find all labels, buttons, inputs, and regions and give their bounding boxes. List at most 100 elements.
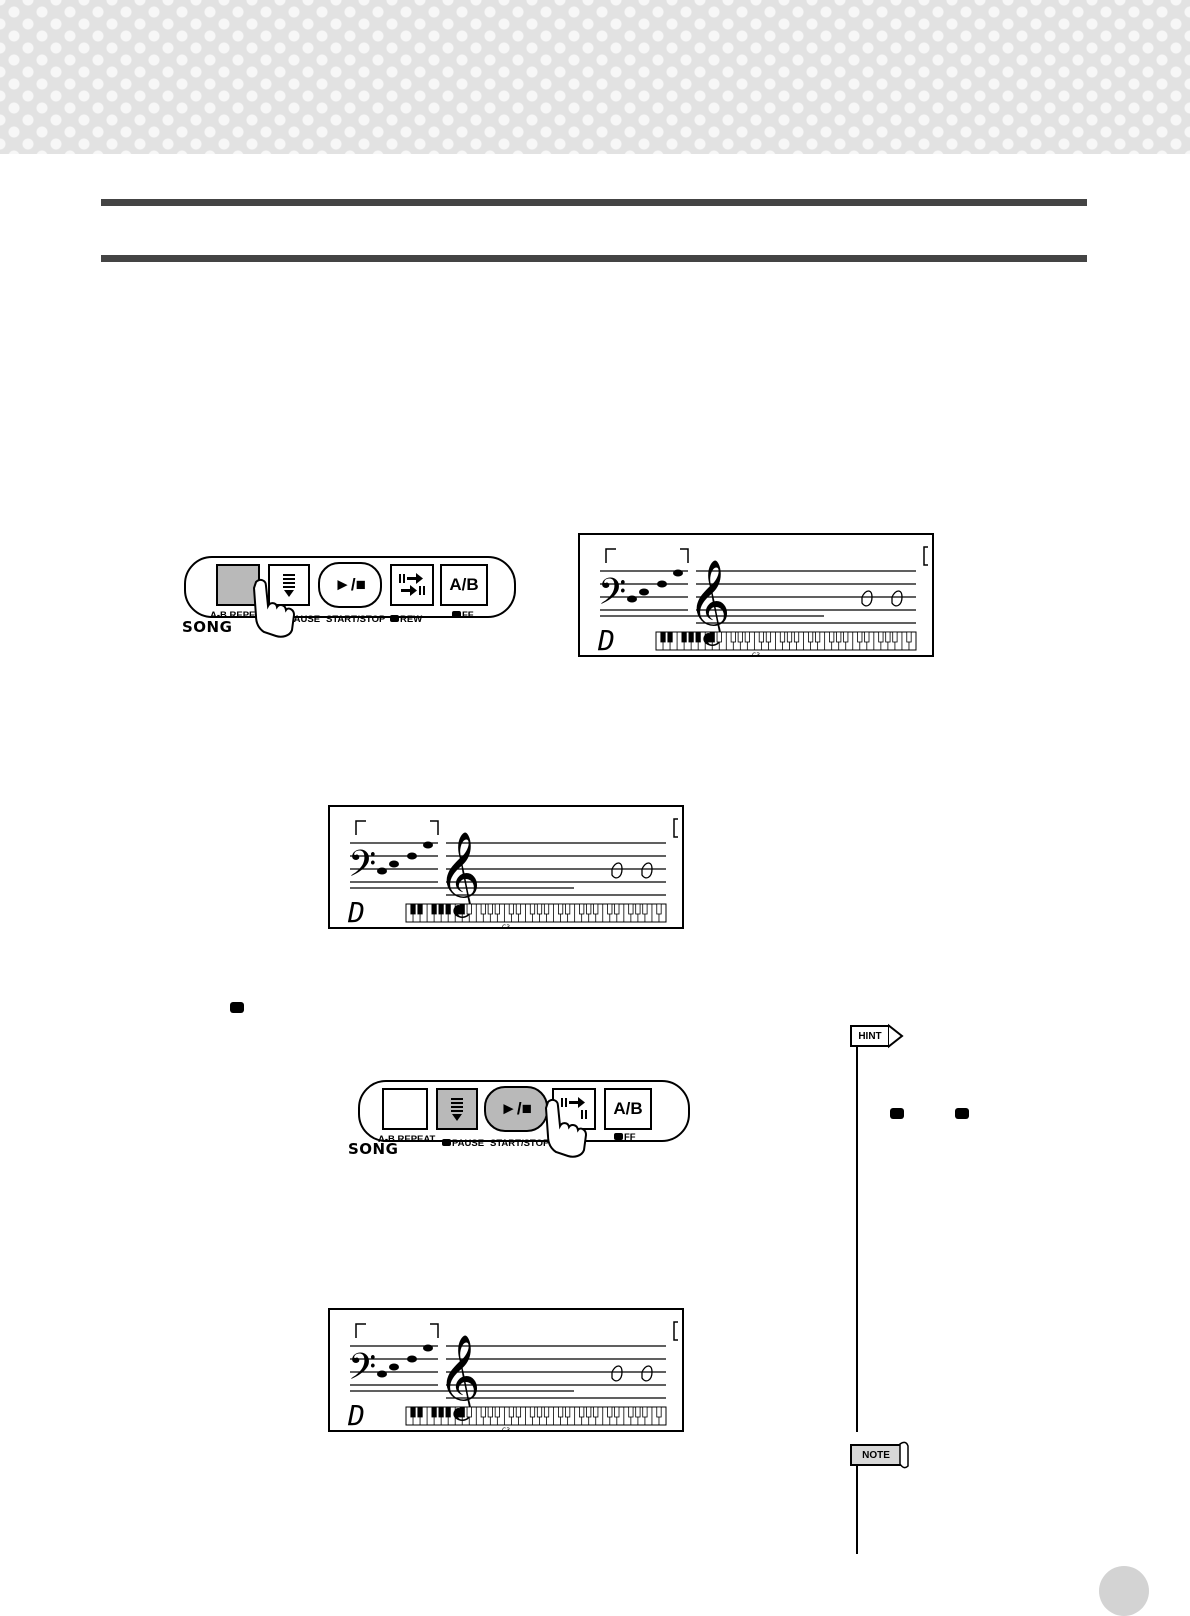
ab-button[interactable]: A/B [604,1088,652,1130]
pause-lines-icon [283,574,295,597]
black-key [579,1406,585,1418]
black-key [543,903,550,915]
lcd-display-2: 𝄢 𝄞 C3 D [328,805,684,931]
play-stop-icon: ►/■ [334,575,366,594]
lcd-graphics: 𝄢 𝄞 C3 [348,1321,678,1434]
svg-text:𝄞: 𝄞 [688,558,731,646]
black-key [529,1406,536,1418]
lcd-digit: D [348,1399,365,1432]
ab-repeat-label: A-B REPE [210,610,256,621]
black-key [786,631,793,643]
song-control-panel-2: ►/■ A/B A-B REPEAT PAUSE START/STOP FF S… [348,1072,690,1164]
page-number-circle [1099,1566,1149,1616]
black-key [635,1406,641,1418]
ab-button[interactable]: A/B [440,564,488,606]
black-key [878,631,884,643]
black-key [515,1406,522,1418]
black-key [494,1406,500,1418]
pause-icon [442,1139,451,1146]
svg-text:𝄞: 𝄞 [438,830,481,918]
black-key [494,903,500,915]
black-key [438,1406,444,1418]
note-scroll-icon [899,1441,909,1469]
ab-button-label: A/B [449,575,479,594]
black-key [607,903,613,915]
black-key [716,631,722,643]
black-key [779,631,786,643]
ff-label: FF [452,610,474,621]
black-key [906,631,912,643]
black-key [565,903,571,915]
black-key [487,1406,493,1418]
black-key [656,903,662,915]
key-marker: C3 [752,652,760,659]
black-key [459,903,465,915]
start-stop-button[interactable]: ►/■ [318,562,382,608]
lcd-keyboard: C3 [410,903,662,931]
black-key [508,1406,515,1418]
black-key [656,1406,662,1418]
black-key [628,1406,634,1418]
bottom-rule [101,255,1087,262]
black-key [565,1406,571,1418]
lcd-display-3: 𝄢 𝄞 C3 D [328,1308,684,1434]
black-key [857,631,863,643]
start-stop-label: START/STOP [490,1138,550,1149]
black-key [836,631,842,643]
black-key [515,903,522,915]
black-key [529,903,536,915]
black-key [480,903,486,915]
rewind-icon [890,1108,904,1119]
fast-forward-icon [614,1133,623,1140]
pause-button[interactable] [436,1088,478,1130]
lcd-keyboard: C3 [660,631,912,659]
black-key [593,1406,599,1418]
black-key [543,1406,550,1418]
black-key [765,631,772,643]
lcd-digit: D [348,896,365,929]
black-key [793,631,800,643]
black-key [459,1406,465,1418]
black-key [843,631,849,643]
black-key [557,903,564,915]
pause-button[interactable] [268,564,310,606]
ab-button-label: A/B [613,1099,643,1118]
left-hand-icon [861,590,873,607]
ab-repeat-button[interactable] [216,564,260,606]
black-key [586,903,592,915]
black-key [579,903,585,915]
hint-tag: HINT [850,1025,890,1047]
step-arrows-icon [561,1097,587,1119]
dotted-header-band [0,0,1190,154]
black-key [807,631,814,643]
song-label: SONG [182,618,233,636]
ab-repeat-button[interactable] [382,1088,428,1130]
lcd-display-1: 𝄢 𝄞 C3 D [578,533,934,659]
svg-text:𝄢: 𝄢 [598,571,626,622]
black-key [438,903,444,915]
lcd-digit: D [598,624,615,657]
black-key [695,631,701,643]
black-key [892,631,898,643]
black-key [586,1406,592,1418]
start-stop-label: START/STOP [326,614,386,625]
black-key [445,1406,451,1418]
black-key [885,631,891,643]
lcd-graphics: 𝄢 𝄞 C3 [598,546,928,659]
black-key [607,1406,613,1418]
black-key [466,1406,472,1418]
ff-label: FF [614,1132,636,1143]
black-key [744,631,750,643]
black-key [864,631,870,643]
note-sidebar-line [856,1454,858,1554]
top-rule [101,199,1087,206]
black-key [466,903,472,915]
rew-ff-button[interactable] [390,564,434,606]
ab-repeat-label: A-B REPEAT [378,1134,436,1145]
black-key [688,631,694,643]
black-key [417,903,423,915]
black-key [681,631,687,643]
lcd-keyboard: C3 [410,1406,662,1434]
black-key [593,903,599,915]
black-key [642,1406,648,1418]
